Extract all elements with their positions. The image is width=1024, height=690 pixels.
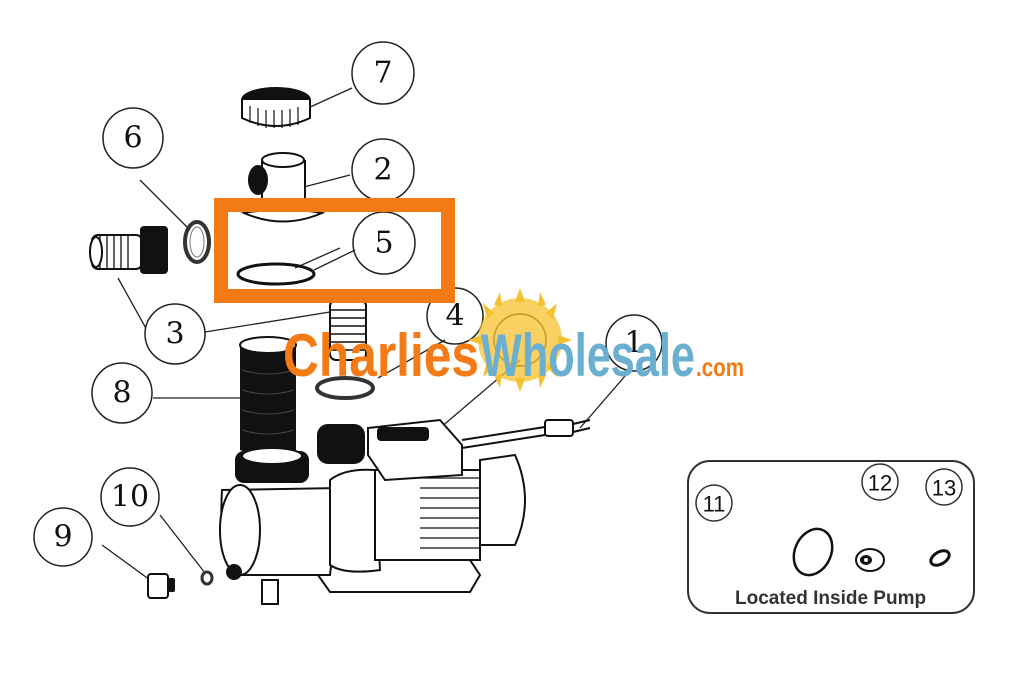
part-o-ring-4-icon bbox=[315, 376, 375, 400]
callout-3: 3 bbox=[165, 317, 184, 352]
callout-5: 5 bbox=[374, 226, 393, 261]
inset-panel bbox=[687, 460, 975, 614]
callout-4: 4 bbox=[445, 299, 464, 334]
part-union-nut-icon bbox=[241, 87, 311, 128]
callout-6: 6 bbox=[123, 121, 142, 156]
part-o-ring-5-icon bbox=[236, 262, 316, 286]
logo-wholesale: Wholesale bbox=[481, 322, 695, 389]
part-threaded-adapter-icon bbox=[329, 299, 367, 361]
watermark-logo: Charlies Wholesale .com bbox=[283, 288, 744, 392]
callout-11: 11 bbox=[703, 492, 726, 517]
callout-1: 1 bbox=[624, 326, 643, 361]
callout-8: 8 bbox=[112, 376, 131, 411]
part-hose-adapter-icon bbox=[89, 226, 168, 274]
callout-12: 12 bbox=[868, 471, 892, 496]
part-drain-plug-icon bbox=[147, 573, 175, 599]
inset-caption: Located Inside Pump bbox=[735, 588, 926, 609]
part-washer-icon bbox=[200, 570, 214, 586]
part-o-ring-6-icon bbox=[183, 220, 211, 264]
callout-13: 13 bbox=[932, 476, 956, 501]
callout-2: 2 bbox=[373, 153, 392, 188]
pump-body-icon bbox=[219, 418, 591, 605]
part-strainer-basket-icon bbox=[239, 336, 297, 456]
callout-10: 10 bbox=[111, 480, 149, 515]
callout-9: 9 bbox=[53, 520, 72, 555]
callout-7: 7 bbox=[373, 56, 392, 91]
logo-dotcom: .com bbox=[696, 352, 744, 382]
sun-icon bbox=[468, 288, 572, 392]
logo-charlies: Charlies bbox=[283, 322, 479, 389]
part-impeller-icon bbox=[855, 548, 885, 572]
highlight-box bbox=[214, 198, 455, 303]
